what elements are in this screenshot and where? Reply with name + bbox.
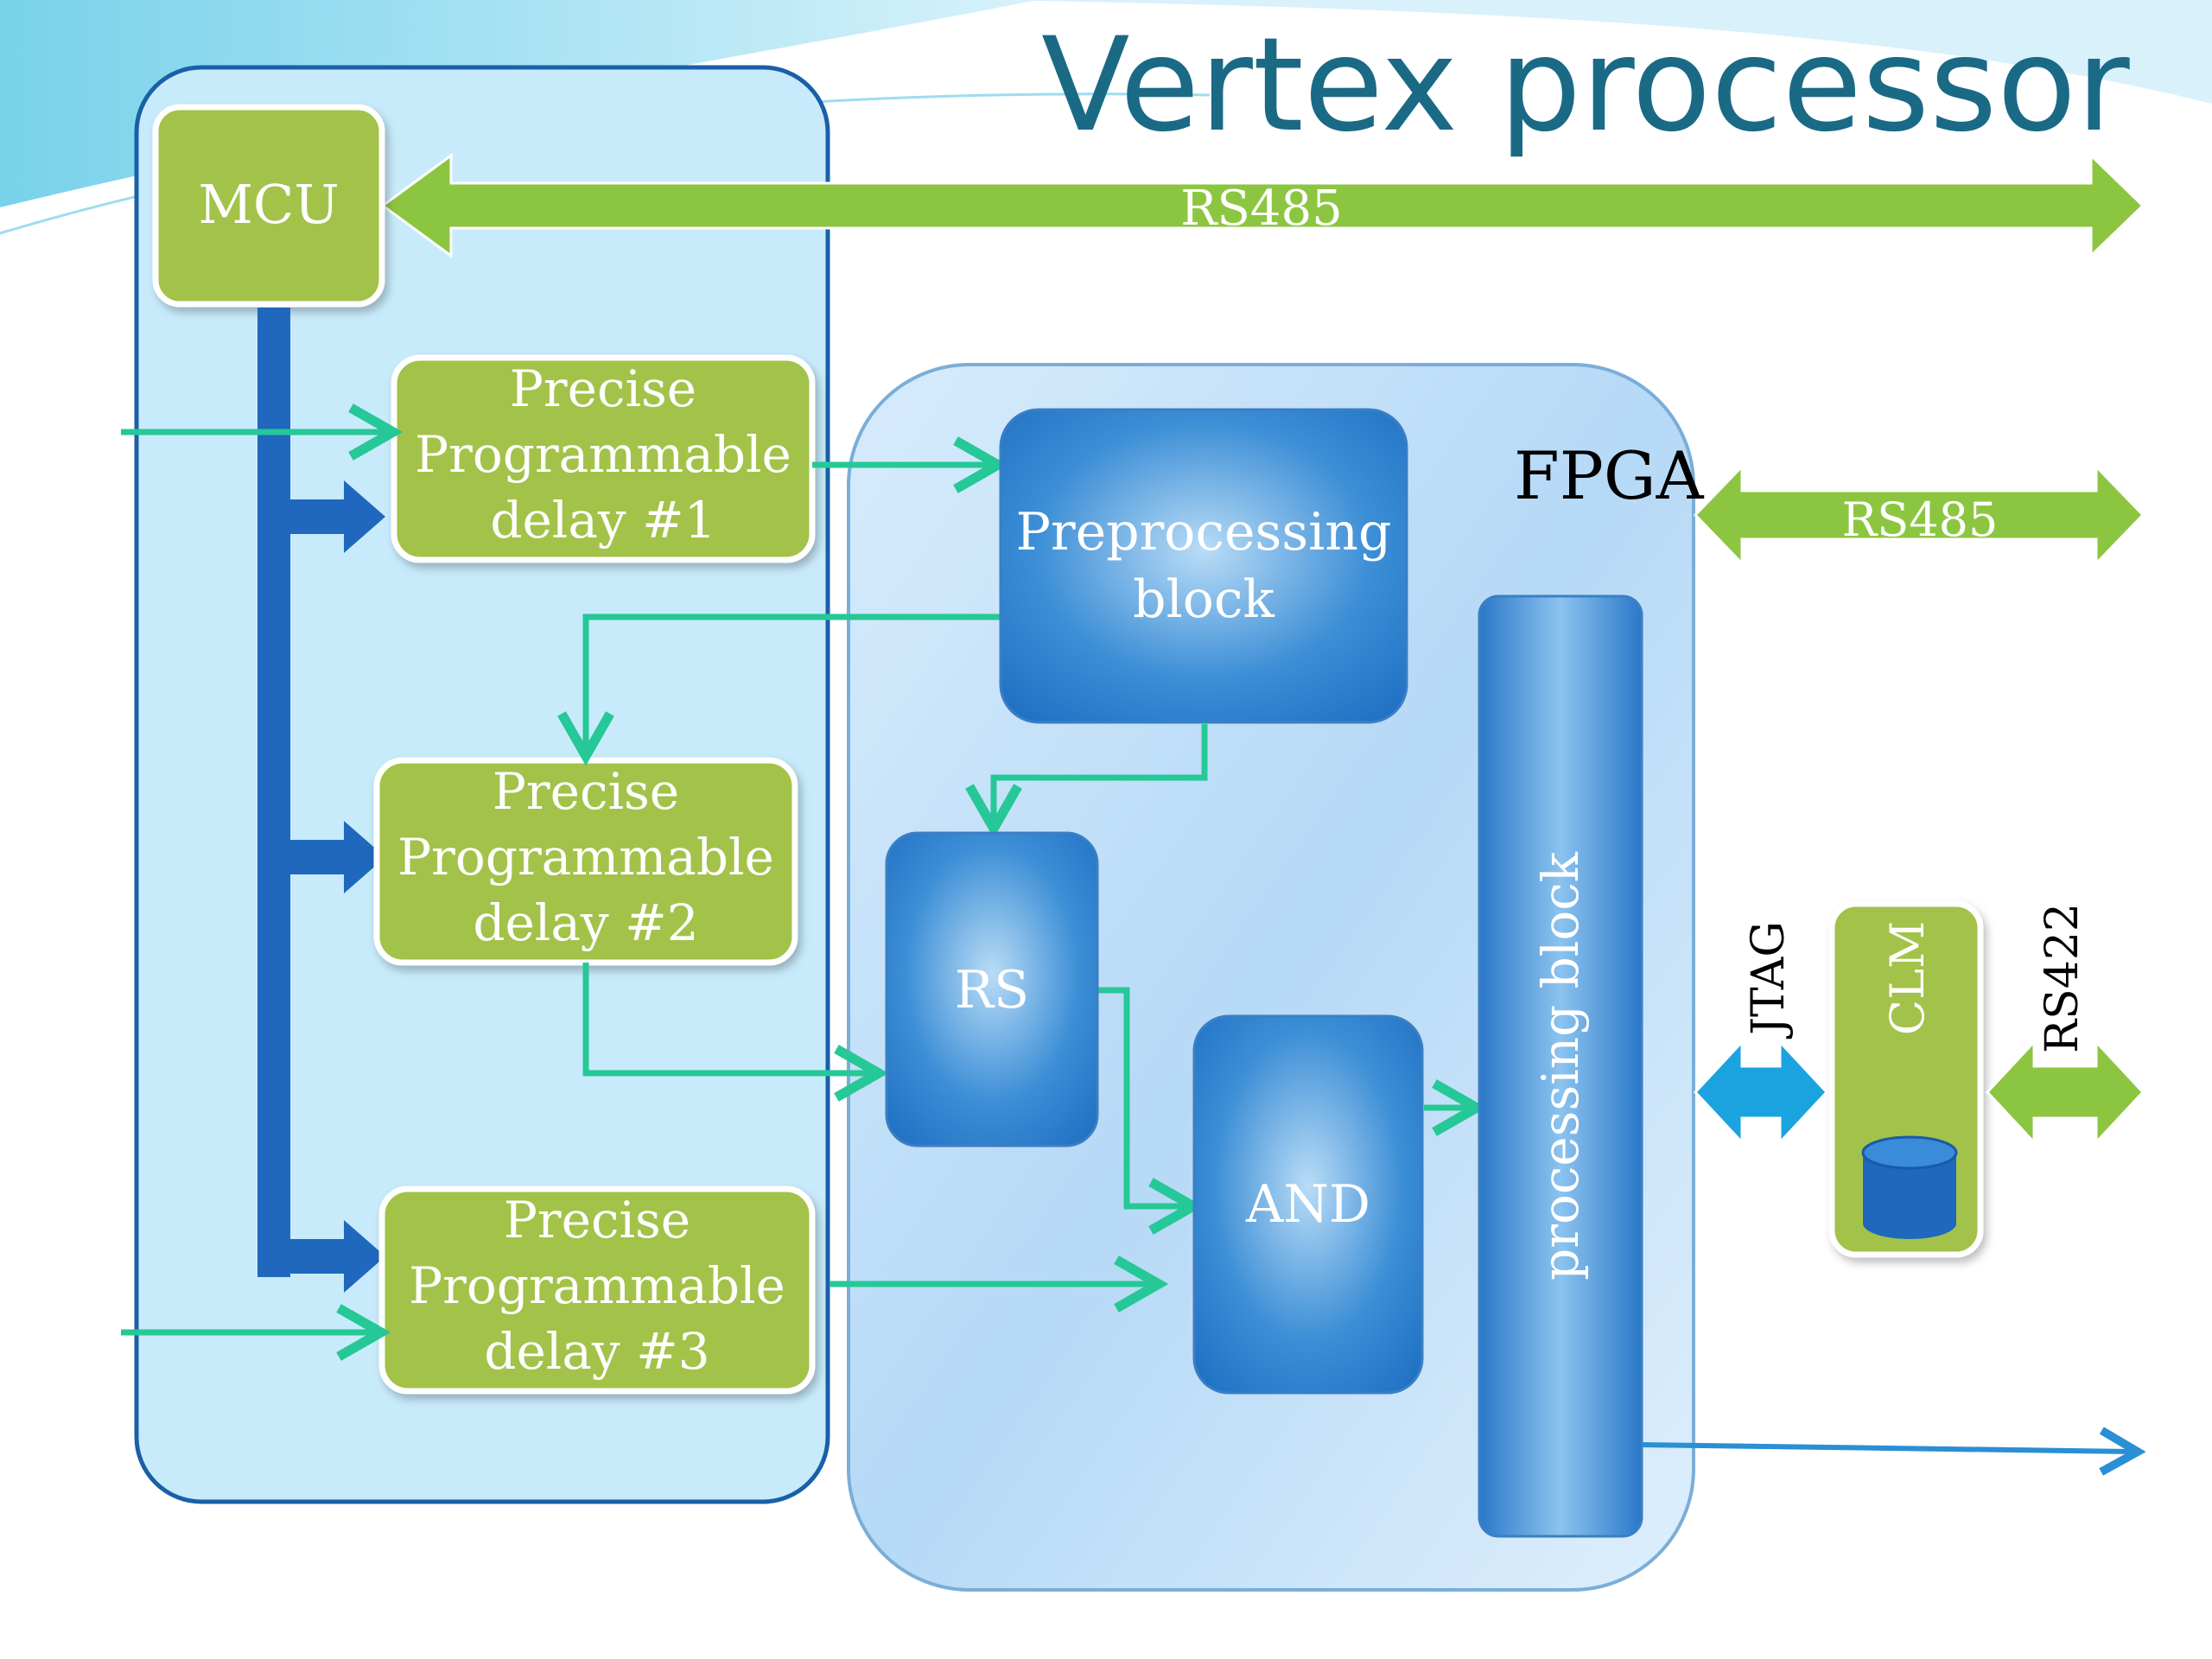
delay-2-line2: Programmable xyxy=(397,828,774,887)
delay-box-1: Precise Programmable delay #1 xyxy=(391,354,816,563)
mcu-label: MCU xyxy=(198,173,339,236)
slide-title: Vertex processor xyxy=(1041,10,2130,161)
delay-3-line2: Programmable xyxy=(409,1256,785,1315)
preprocessing-block: Preprocessing block xyxy=(999,408,1408,724)
bus-arrow-delay-1 xyxy=(290,480,385,553)
rs485-top-arrow xyxy=(380,152,2145,259)
bus-arrow-delay-2 xyxy=(290,821,385,893)
bus-arrow-delay-3 xyxy=(290,1220,385,1293)
rs422-arrow xyxy=(1985,1039,2145,1146)
preprocessing-to-delay2-arrow xyxy=(557,613,1002,766)
processing-block: processing block xyxy=(1478,594,1643,1538)
jtag-label: JTAG xyxy=(1743,921,1795,1039)
rs422-label: RS422 xyxy=(2037,903,2088,1053)
database-icon xyxy=(1861,1135,1958,1239)
delay-1-line3: delay #1 xyxy=(490,491,715,550)
delay-1-line1: Precise xyxy=(510,359,696,418)
preprocessing-line1: Preprocessing xyxy=(1016,502,1392,563)
preprocessing-to-rs-arrow xyxy=(965,724,1208,839)
clm-label: CLM xyxy=(1880,921,1935,1035)
clm-box: CLM xyxy=(1828,900,1984,1258)
rs485-fpga-label: RS485 xyxy=(1842,493,1999,547)
delay-2-line1: Precise xyxy=(493,762,679,821)
and-block: AND xyxy=(1192,1014,1424,1395)
rs-to-and-arrow xyxy=(1097,987,1204,1235)
rs485-fpga-arrow xyxy=(1693,463,2145,567)
rs-block: RS xyxy=(885,831,1099,1147)
mcu-bus xyxy=(257,308,290,1277)
delay-box-3: Precise Programmable delay #3 xyxy=(378,1185,816,1395)
delay-box-2: Precise Programmable delay #2 xyxy=(373,757,798,966)
processing-label: processing block xyxy=(1531,851,1590,1281)
jtag-arrow xyxy=(1693,1039,1829,1146)
rs485-top-label: RS485 xyxy=(1180,181,1342,237)
mcu-box xyxy=(152,104,385,308)
background-swoosh xyxy=(0,0,1037,207)
fpga-label: FPGA xyxy=(1514,437,1705,514)
background-swoosh xyxy=(994,0,2212,104)
and-label: AND xyxy=(1245,1174,1370,1235)
rs-label: RS xyxy=(955,960,1029,1020)
preprocessing-line2: block xyxy=(1133,569,1274,630)
output-arrow xyxy=(1641,1427,2146,1476)
delay-2-line3: delay #2 xyxy=(473,893,698,952)
signal-arrows xyxy=(121,404,1487,1361)
delay-1-line2: Programmable xyxy=(415,425,791,484)
delay-3-line1: Precise xyxy=(504,1191,690,1249)
delay2-to-rs-arrow xyxy=(582,963,889,1102)
delay-3-line3: delay #3 xyxy=(484,1322,709,1381)
